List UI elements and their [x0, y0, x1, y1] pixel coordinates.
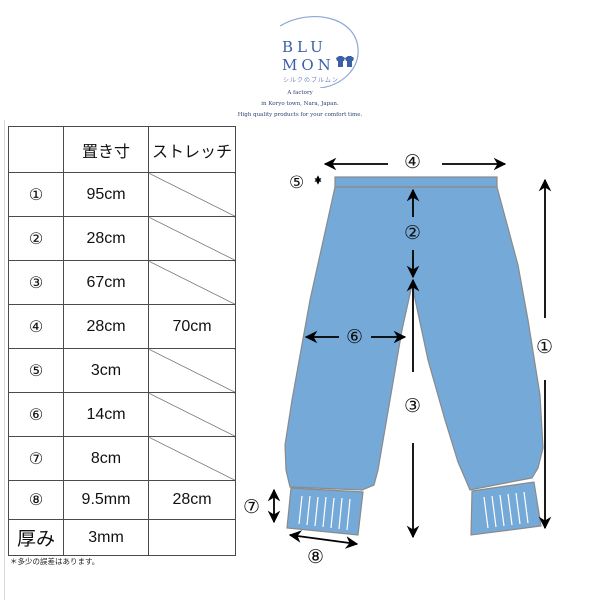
table-row: ⑦ 8cm: [8, 436, 236, 481]
table-row: ⑥ 14cm: [8, 392, 236, 437]
logo-subtitle: シルクのブルムン: [283, 77, 339, 84]
header-flat-measurement: 置き寸: [63, 126, 149, 173]
row-stretch-empty: [148, 260, 236, 305]
row-stretch-empty: [148, 172, 236, 217]
brand-logo: BLU MON シルクのブルムン: [240, 8, 370, 88]
row-flat-value: 9.5mm: [63, 480, 149, 520]
table-header-row: 置き寸 ストレッチ: [8, 126, 236, 173]
row-flat-value: 28cm: [63, 304, 149, 349]
left-border-line: [4, 120, 5, 600]
twin-shirts-icon: [336, 56, 354, 67]
label-cuff-width: ⑧: [307, 546, 325, 568]
label-waist-width: ④: [404, 151, 422, 173]
label-rise: ②: [404, 222, 422, 244]
row-stretch-value: 70cm: [148, 304, 236, 349]
table-row: ① 95cm: [8, 172, 236, 217]
row-stretch-empty: [148, 392, 236, 437]
label-inseam: ③: [404, 395, 422, 417]
header-stretch: ストレッチ: [148, 126, 236, 173]
table-row: ④ 28cm 70cm: [8, 304, 236, 349]
table-row-thickness: 厚み 3mm: [8, 519, 236, 556]
label-total-length: ①: [536, 336, 554, 358]
row-stretch-empty: [148, 436, 236, 481]
row-flat-value: 14cm: [63, 392, 149, 437]
label-waistband-height: ⑤: [289, 173, 305, 193]
table-row: ③ 67cm: [8, 260, 236, 305]
row-stretch-empty: [148, 348, 236, 393]
row-flat-value: 28cm: [63, 216, 149, 261]
table-row: ⑤ 3cm: [8, 348, 236, 393]
label-thigh-width: ⑥: [346, 326, 364, 348]
measurement-arrows: [267, 157, 552, 549]
tolerance-note: ＊多少の誤差はあります。: [10, 557, 100, 566]
label-cuff-height: ⑦: [243, 496, 261, 518]
row-stretch-blank: [148, 519, 236, 556]
row-stretch-empty: [148, 216, 236, 261]
size-table: 置き寸 ストレッチ ① 95cm ② 28cm ③ 67cm ④ 28cm 70…: [8, 126, 236, 556]
table-row: ② 28cm: [8, 216, 236, 261]
row-flat-value: 3mm: [63, 519, 149, 556]
logo-text-mon: MON: [282, 56, 335, 74]
tagline-line-3: High quality products for your comfort t…: [237, 112, 363, 118]
cuff-rib-lines: [298, 491, 529, 531]
table-row: ⑧ 9.5mm 28cm: [8, 480, 236, 520]
pants-illustration: [284, 176, 544, 536]
tagline-line-1: A factory: [287, 90, 313, 96]
logo-text-blu: BLU: [282, 38, 327, 56]
row-stretch-value: 28cm: [148, 480, 236, 520]
row-label: ⑧: [8, 480, 64, 520]
row-label: ⑥: [8, 392, 64, 437]
tagline-line-2: in Koryo town, Nara, Japan.: [261, 101, 339, 107]
row-label: ⑤: [8, 348, 64, 393]
row-label: 厚み: [8, 519, 64, 556]
logo-circle-icon: [279, 15, 359, 88]
